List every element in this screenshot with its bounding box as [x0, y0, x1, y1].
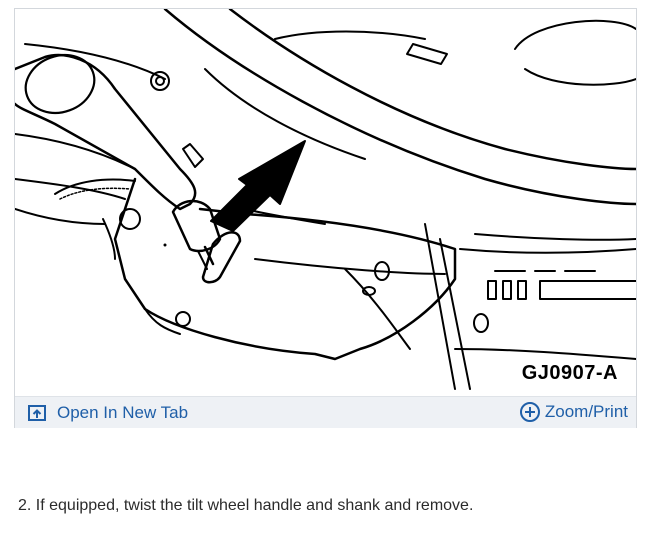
figure-toolbar: Open In New Tab Zoom/Print [15, 396, 636, 428]
figure-code-label: GJ0907-A [521, 362, 618, 384]
open-in-new-tab-button[interactable]: Open In New Tab [27, 402, 188, 424]
zoom-print-label: Zoom/Print [544, 402, 628, 421]
figure-card: GJ0907-A Open In New Tab Zoom/Print [14, 8, 637, 428]
zoom-print-button[interactable]: Zoom/Print [519, 400, 628, 424]
zoom-plus-icon [519, 401, 541, 423]
open-in-new-tab-label: Open In New Tab [57, 403, 189, 422]
open-in-new-tab-icon [27, 403, 47, 423]
instruction-step-2: 2. If equipped, twist the tilt wheel han… [18, 497, 474, 514]
steering-column-illustration [15, 9, 636, 395]
